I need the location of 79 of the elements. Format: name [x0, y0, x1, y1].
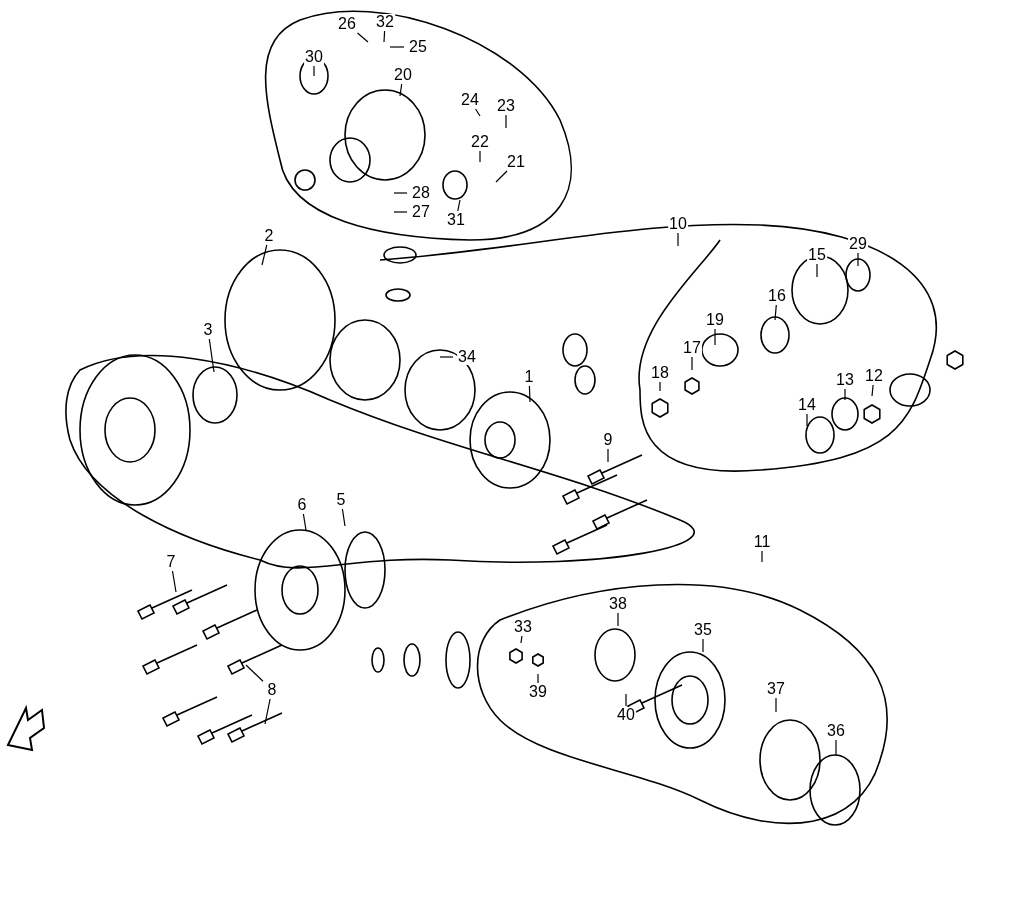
- callout-number: 6: [296, 497, 308, 513]
- callout-number: 22: [470, 134, 490, 150]
- callout-number: 1: [523, 369, 535, 385]
- callout-number: 23: [496, 98, 516, 114]
- leader-line: [617, 612, 619, 627]
- callout-number: 26: [337, 16, 357, 32]
- callout-number: 36: [826, 723, 846, 739]
- leader-line: [313, 65, 315, 77]
- callout-number: 9: [602, 432, 614, 448]
- callout-number: 39: [528, 684, 548, 700]
- leader-line: [528, 385, 531, 403]
- leader-line: [659, 381, 661, 392]
- leader-line: [702, 638, 704, 653]
- leader-line: [677, 232, 679, 247]
- leader-line: [389, 46, 405, 48]
- leader-line: [520, 635, 523, 644]
- callout-number: 32: [375, 14, 395, 30]
- callout-number: 20: [393, 67, 413, 83]
- callout-number: 28: [411, 185, 431, 201]
- leader-line: [537, 673, 539, 684]
- leader-line: [505, 114, 507, 129]
- leader-line: [835, 739, 837, 756]
- callout-number: 3: [202, 322, 214, 338]
- leader-line: [383, 30, 386, 43]
- callout-number: 11: [752, 534, 772, 550]
- leader-line: [857, 252, 859, 267]
- callout-number: 38: [608, 596, 628, 612]
- callout-number: 27: [411, 204, 431, 220]
- leader-line: [806, 413, 808, 427]
- callout-number: 19: [705, 312, 725, 328]
- leader-line: [439, 356, 454, 358]
- leader-line: [625, 693, 627, 707]
- callout-number: 12: [864, 368, 884, 384]
- callout-number: 37: [766, 681, 786, 697]
- callout-number: 21: [506, 154, 526, 170]
- callout-number: 40: [616, 707, 636, 723]
- callout-number: 25: [408, 39, 428, 55]
- callout-number: 31: [446, 212, 466, 228]
- leader-line: [393, 192, 408, 194]
- leader-line: [399, 83, 403, 97]
- callout-number: 16: [767, 288, 787, 304]
- leader-line: [302, 513, 307, 531]
- leader-line: [607, 448, 609, 463]
- leader-line: [245, 664, 264, 682]
- callout-number: 34: [457, 349, 477, 365]
- leader-line: [774, 304, 777, 321]
- leader-line: [475, 108, 481, 117]
- callout-number: 15: [807, 247, 827, 263]
- callout-number: 17: [682, 340, 702, 356]
- leader-line: [341, 508, 346, 527]
- leader-line: [393, 211, 408, 213]
- callout-number: 18: [650, 365, 670, 381]
- leader-line: [761, 550, 763, 563]
- leader-line: [691, 356, 693, 371]
- leader-line: [457, 199, 461, 212]
- callout-number: 14: [797, 397, 817, 413]
- callout-number: 30: [304, 49, 324, 65]
- callout-number: 8: [266, 682, 278, 698]
- leader-line: [871, 384, 874, 397]
- callout-number: 13: [835, 372, 855, 388]
- leader-line: [714, 328, 716, 346]
- leader-line: [208, 338, 215, 373]
- leader-line: [775, 697, 777, 713]
- leader-line: [356, 32, 369, 43]
- callout-number: 7: [165, 554, 177, 570]
- callout-number: 10: [668, 216, 688, 232]
- leader-line: [171, 570, 177, 593]
- callout-number: 2: [263, 228, 275, 244]
- callout-number: 33: [513, 619, 533, 635]
- leader-line: [261, 244, 268, 266]
- leader-line: [844, 388, 846, 401]
- callout-number: 29: [848, 236, 868, 252]
- leader-line: [495, 170, 508, 183]
- callout-number: 5: [335, 492, 347, 508]
- callout-number: 35: [693, 622, 713, 638]
- leader-line: [479, 150, 481, 163]
- callout-number: 24: [460, 92, 480, 108]
- leader-line: [816, 263, 818, 278]
- leader-line: [264, 698, 271, 725]
